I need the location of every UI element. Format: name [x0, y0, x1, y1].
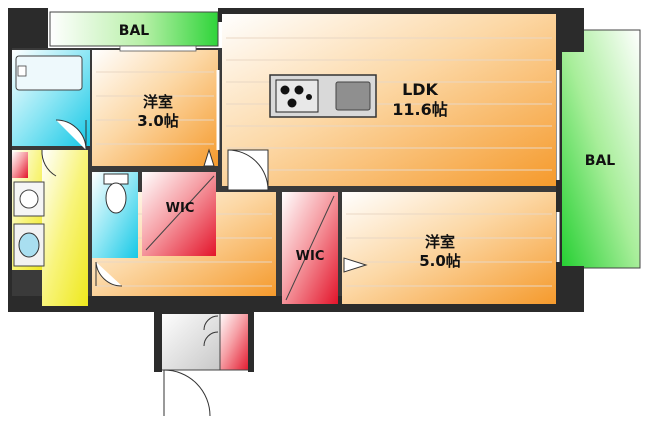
shoe-storage	[219, 311, 251, 371]
washroom-floor	[42, 150, 88, 306]
door-bathroom	[55, 119, 87, 151]
label-western-2-size: 5.0帖	[419, 252, 461, 270]
label-wic-2: WIC	[296, 249, 325, 264]
room-western-1	[92, 50, 218, 166]
toilet-bowl-icon	[105, 182, 127, 214]
label-balcony-right: BAL	[585, 153, 616, 169]
storage-small	[12, 152, 28, 178]
door-ldk	[227, 149, 269, 191]
door-entrance	[163, 369, 211, 417]
room-western-2	[342, 192, 556, 304]
bathtub-icon	[15, 55, 83, 91]
entrance-wall	[154, 306, 254, 314]
label-balcony-top: BAL	[119, 23, 150, 39]
window-western-1	[119, 45, 197, 52]
label-western-1-name: 洋室	[143, 93, 173, 111]
label-ldk-name: LDK	[402, 80, 438, 99]
label-ldk-size: 11.6帖	[392, 100, 447, 119]
entrance	[159, 311, 221, 371]
balcony-top	[49, 11, 219, 47]
door-shoe-storage	[203, 315, 219, 347]
door-washroom	[41, 149, 57, 177]
door-triangle-western-1	[203, 148, 215, 167]
label-western-1-size: 3.0帖	[137, 112, 179, 130]
door-triangle-western-2	[343, 257, 368, 273]
label-wic-1: WIC	[166, 201, 195, 216]
label-western-2-name: 洋室	[425, 233, 455, 251]
sink-icon	[335, 81, 371, 111]
door-toilet	[95, 261, 123, 287]
balcony-right	[559, 29, 641, 269]
